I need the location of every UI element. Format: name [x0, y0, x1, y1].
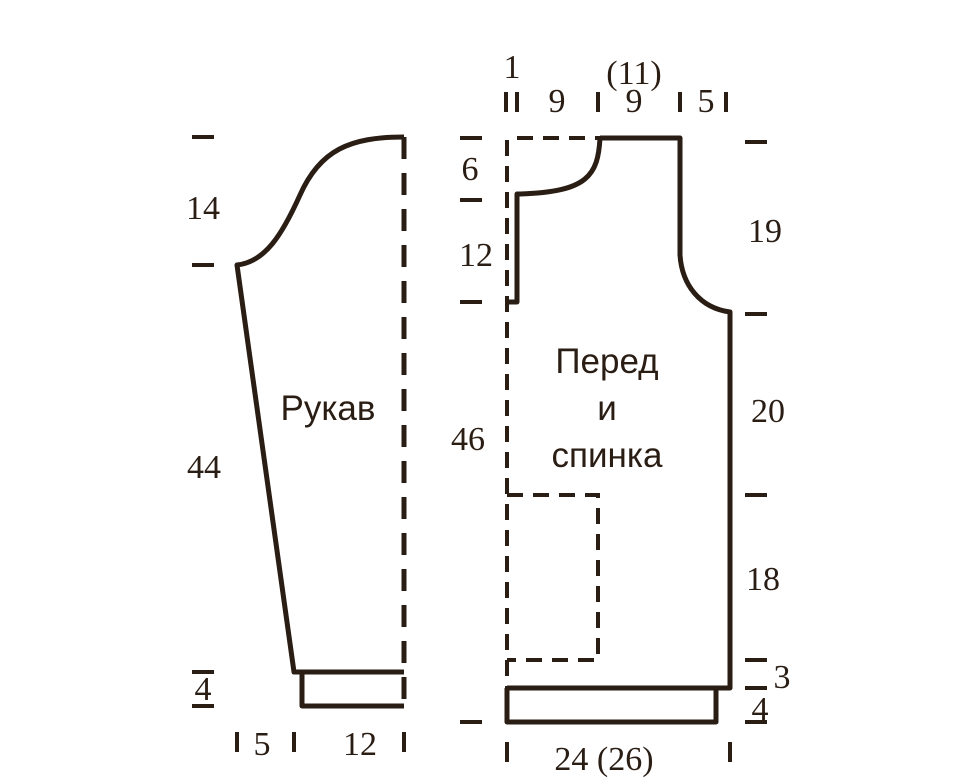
- shoulder-width-label: 9: [626, 83, 643, 120]
- armhole-height-label: 19: [748, 213, 782, 250]
- half-width-label: 24 (26): [554, 741, 653, 778]
- pocket-height-label: 18: [746, 561, 780, 598]
- sleeve-cap-height-label: 14: [186, 190, 220, 227]
- sleeve-cuff-height-label: 4: [195, 671, 212, 708]
- neck-depth-label: 6: [462, 151, 479, 188]
- body-top-ticks: [504, 92, 728, 112]
- body-length-label: 46: [451, 421, 485, 458]
- shoulder-width-alt-label: (11): [606, 55, 661, 92]
- body-outline: [507, 135, 733, 691]
- pocket-outline: [507, 493, 600, 662]
- sleeve-piece: Рукав: [234, 134, 407, 709]
- sleeve-length-label: 44: [187, 449, 221, 486]
- sleeve-cuff-width-label: 12: [343, 726, 377, 763]
- sleeve-label: Рукав: [281, 389, 376, 428]
- front-neck-curve: [507, 137, 603, 305]
- body-label-line-3: спинка: [552, 436, 663, 475]
- body-bottom-ticks: [505, 742, 732, 762]
- sleeve-cuff: [299, 672, 404, 709]
- sleeve-bottom-ticks: [235, 732, 406, 752]
- body-label-line-1: Перед: [555, 342, 658, 381]
- side-upper-label: 20: [751, 393, 785, 430]
- body-left-ticks: [460, 136, 482, 724]
- neck-half-width-label: 9: [549, 83, 566, 120]
- sleeve-left-ticks: [192, 135, 214, 708]
- pocket-gap-label: 3: [774, 659, 791, 696]
- front-placket-label: 12: [459, 237, 493, 274]
- body-piece: Перед и спинка: [504, 135, 733, 725]
- hem-band: [504, 688, 719, 725]
- body-right-ticks: [745, 140, 767, 724]
- armhole-width-label: 5: [698, 83, 715, 120]
- body-label-line-2: и: [597, 389, 617, 428]
- hem-height-label: 4: [752, 691, 769, 728]
- sleeve-outline: [234, 134, 405, 675]
- sleeve-half-offset-label: 5: [254, 726, 271, 763]
- top-offset-label: 1: [504, 49, 521, 86]
